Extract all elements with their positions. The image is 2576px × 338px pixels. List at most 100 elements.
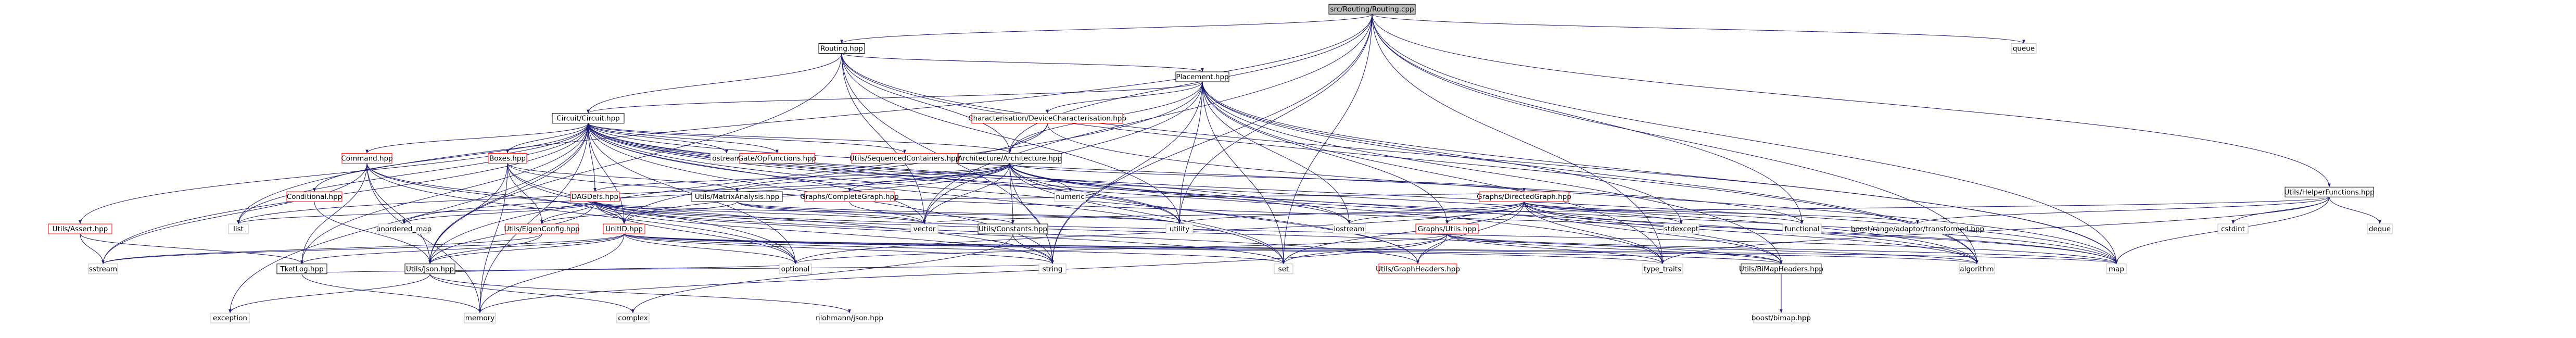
- node-label-bimap: Utils/BiMapHeaders.hpp: [1739, 265, 1823, 273]
- edge-placement-to-bimap: [1202, 81, 1783, 264]
- edge-placement-to-string: [1051, 81, 1203, 264]
- node-ugh[interactable]: Utils/GraphHeaders.hpp: [1376, 264, 1460, 274]
- edge-command-to-optional: [366, 163, 797, 264]
- node-tketlog[interactable]: TketLog.hpp: [276, 264, 327, 274]
- edge-command-to-string: [366, 163, 1054, 264]
- node-box-algorithm: [1959, 264, 1995, 274]
- node-ujson[interactable]: Utils/Json.hpp: [404, 264, 455, 274]
- edge-uassert-to-tketlog: [80, 233, 303, 264]
- edge-circuit-to-gateopfn: [588, 123, 779, 154]
- node-boostrange: boost/range/adaptor/transformed.hpp: [1851, 223, 1984, 234]
- edge-digraph-to-functional: [1524, 201, 1804, 224]
- node-label-algorithm: algorithm: [1960, 265, 1994, 273]
- node-boxes[interactable]: Boxes.hpp: [488, 153, 527, 164]
- node-digraph[interactable]: Graphs/DirectedGraph.hpp: [1477, 191, 1571, 202]
- node-root[interactable]: src/Routing/Routing.cpp: [1328, 4, 1416, 15]
- node-label-root: src/Routing/Routing.cpp: [1330, 5, 1414, 14]
- edge-root-to-routing_hpp: [840, 14, 1373, 44]
- edge-command-to-tketlog: [300, 163, 367, 264]
- node-box-typetraits: [1642, 264, 1683, 274]
- node-label-uassert: Utils/Assert.hpp: [53, 225, 108, 233]
- node-box-iostream: [1333, 223, 1366, 234]
- node-box-uconst: [978, 223, 1048, 234]
- node-box-memory: [464, 312, 496, 323]
- edge-matrix-to-utility: [737, 201, 1181, 224]
- edge-routing_hpp-to-circuit: [587, 53, 842, 114]
- edge-char_hpp-to-unitid: [623, 123, 1048, 224]
- node-label-arch: Architecture/Architecture.hpp: [958, 154, 1062, 162]
- node-box-seqcont: [851, 153, 958, 164]
- node-box-list: [228, 223, 249, 234]
- node-bimap[interactable]: Utils/BiMapHeaders.hpp: [1739, 264, 1823, 274]
- node-compgraph[interactable]: Graphs/CompleteGraph.hpp: [800, 191, 899, 202]
- node-string: string: [1038, 264, 1067, 274]
- node-label-unordered: unordered_map: [376, 225, 432, 233]
- node-iostream: iostream: [1333, 223, 1366, 234]
- node-unitid[interactable]: UnitID.hpp: [603, 223, 645, 234]
- node-label-boxes: Boxes.hpp: [489, 154, 526, 162]
- node-box-bimap: [1741, 264, 1822, 274]
- node-exception: exception: [210, 312, 250, 323]
- edge-circuit-to-list: [237, 123, 589, 224]
- node-uconst[interactable]: Utils/Constants.hpp: [978, 223, 1048, 234]
- node-matrix[interactable]: Utils/MatrixAnalysis.hpp: [691, 191, 783, 202]
- edge-unitid-to-set: [624, 233, 1285, 265]
- node-boostbimap: boost/bimap.hpp: [1752, 312, 1811, 323]
- edge-digraph-to-set: [1282, 202, 1525, 264]
- node-routing_hpp[interactable]: Routing.hpp: [818, 43, 865, 54]
- edge-conditional-to-ujson: [314, 202, 432, 264]
- node-uassert[interactable]: Utils/Assert.hpp: [48, 223, 112, 234]
- edge-dagdefs-to-unordered: [402, 201, 595, 224]
- edge-unitid-to-algorithm: [624, 233, 1978, 265]
- node-box-compgraph: [804, 191, 895, 202]
- node-gutils[interactable]: Graphs/Utils.hpp: [1415, 223, 1479, 234]
- node-box-uassert: [48, 223, 112, 234]
- node-dagdefs[interactable]: DAGDefs.hpp: [570, 191, 620, 202]
- node-label-list: list: [233, 225, 244, 233]
- edge-boxes-to-ujson: [428, 163, 508, 264]
- edge-boxes-to-optional: [507, 163, 797, 264]
- edge-root-to-algorithm: [1372, 14, 1978, 264]
- node-label-exception: exception: [213, 314, 247, 322]
- node-command[interactable]: Command.hpp: [341, 153, 393, 164]
- edge-circuit-to-set: [588, 123, 1285, 264]
- edge-dagdefs-to-eigen: [540, 201, 595, 224]
- node-cstdint: cstdint: [2217, 223, 2249, 234]
- edge-gutils-to-algorithm: [1446, 233, 1978, 265]
- node-box-sstream: [88, 264, 118, 274]
- node-label-gateopfn: Gate/OpFunctions.hpp: [738, 154, 817, 162]
- edge-unitid-to-map: [624, 233, 2118, 265]
- node-nlohmann: nlohmann/json.hpp: [816, 312, 883, 323]
- edge-digraph-to-boostrange: [1524, 201, 1919, 224]
- node-box-char_hpp: [971, 113, 1123, 124]
- edge-circuit-to-bimap: [588, 123, 1783, 264]
- node-seqcont[interactable]: Utils/SequencedContainers.hpp: [849, 153, 960, 164]
- node-label-complex: complex: [618, 314, 648, 322]
- edge-gutils-to-bimap: [1446, 233, 1783, 265]
- node-deque: deque: [2367, 223, 2393, 234]
- edge-circuit-to-typetraits: [588, 123, 1664, 264]
- edge-root-to-queue: [1372, 14, 2025, 44]
- node-arch[interactable]: Architecture/Architecture.hpp: [958, 153, 1062, 164]
- node-label-tketlog: TketLog.hpp: [280, 265, 323, 273]
- edge-ujson-to-complex: [429, 273, 635, 314]
- node-char_hpp[interactable]: Characterisation/DeviceCharacterisation.…: [968, 113, 1126, 124]
- node-map: map: [2106, 264, 2127, 274]
- edge-digraph-to-iostream: [1348, 201, 1525, 224]
- edge-uconst-to-complex: [631, 234, 1013, 314]
- node-box-arch: [958, 153, 1062, 164]
- edge-arch-to-utility: [1009, 163, 1181, 224]
- node-box-numeric: [1054, 191, 1086, 202]
- edge-circuit-to-tketlog: [300, 123, 589, 264]
- edge-boxes-to-unitid: [507, 163, 626, 224]
- node-placement[interactable]: Placement.hpp: [1175, 71, 1229, 82]
- edge-root-to-set: [1282, 14, 1373, 264]
- node-conditional[interactable]: Conditional.hpp: [286, 191, 342, 202]
- node-gateopfn[interactable]: Gate/OpFunctions.hpp: [738, 153, 817, 164]
- edge-arch-to-ugh: [1009, 163, 1419, 264]
- edge-placement-to-iostream: [1202, 81, 1351, 224]
- node-circuit[interactable]: Circuit/Circuit.hpp: [552, 113, 625, 124]
- node-eigen[interactable]: Utils/EigenConfig.hpp: [504, 223, 580, 234]
- node-helper[interactable]: Utils/HelperFunctions.hpp: [2284, 186, 2375, 197]
